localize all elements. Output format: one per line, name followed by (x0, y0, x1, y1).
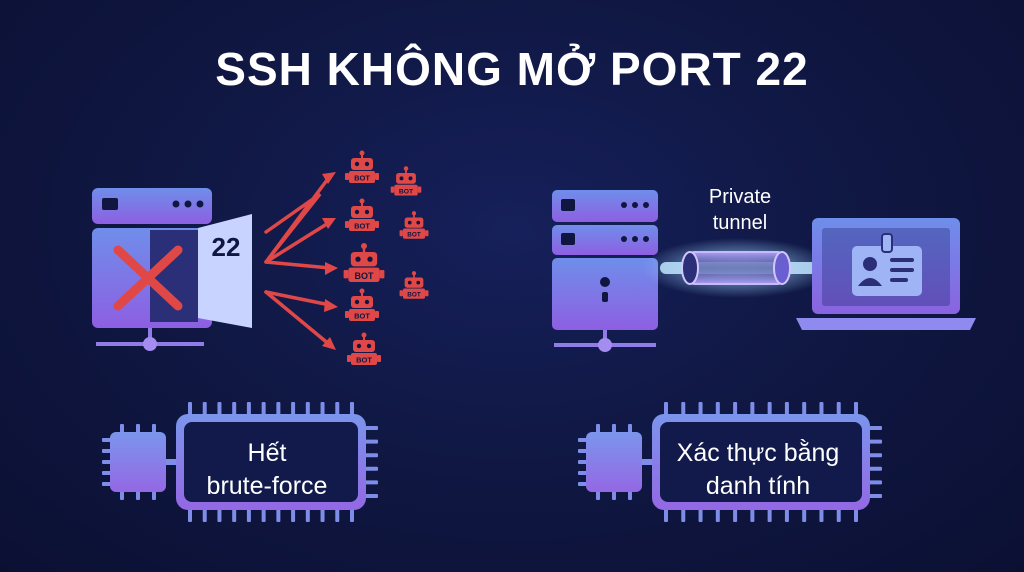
page-title: SSH KHÔNG MỞ PORT 22 (215, 43, 809, 95)
denied-x-icon (113, 245, 183, 311)
id-badge-icon (852, 233, 922, 296)
tunnel-label-line: Private (708, 186, 772, 208)
bot-label: BOT (354, 222, 370, 231)
arrowheads (322, 172, 338, 350)
arrowhead (324, 299, 338, 312)
no-brute-force-label: Hết brute-force (178, 437, 356, 503)
bot-icon: BOT (345, 150, 379, 183)
arrowhead (325, 262, 338, 275)
chip-card (578, 402, 882, 522)
bot-label: BOT (407, 292, 421, 299)
chip-label-line: Xác thực bằng (676, 439, 840, 467)
identity-auth-label: Xác thực bằng danh tính (652, 437, 864, 503)
chip-label-line: danh tính (705, 472, 811, 500)
bot-label: BOT (354, 174, 370, 183)
port-number-label: 22 (211, 232, 241, 262)
bot-icon: BOT (399, 211, 429, 239)
bot-label: BOT (355, 271, 375, 281)
attack-arrows (264, 174, 332, 347)
bot-swarm: BOT BOT BOT BOT BOT BOT BOT BOT (343, 150, 429, 365)
arrowhead (322, 172, 336, 184)
bot-label: BOT (356, 356, 372, 365)
bot-icon: BOT (347, 332, 381, 365)
attack-arrow (264, 260, 332, 270)
bot-icon: BOT (399, 271, 429, 299)
attack-arrow (264, 220, 332, 264)
tunnel-label-line: tunnel (712, 212, 768, 234)
arrowhead (322, 218, 336, 229)
bot-label: BOT (407, 232, 421, 239)
bot-icon: BOT (343, 243, 385, 282)
chip-card (102, 402, 378, 522)
private-tunnel-icon (642, 238, 834, 298)
attack-arrow (264, 290, 332, 307)
chip-label-line: Hết (247, 439, 287, 467)
attack-arrow (264, 290, 332, 347)
bot-icon: BOT (345, 198, 379, 231)
chip-cards (102, 402, 882, 522)
server-icon (552, 190, 658, 352)
private-tunnel-label: Private tunnel (680, 184, 800, 236)
chip-label-line: brute-force (206, 472, 328, 500)
bot-icon: BOT (345, 288, 379, 321)
bot-icon: BOT (390, 166, 422, 196)
arrowhead (322, 337, 336, 350)
bot-label: BOT (354, 312, 370, 321)
blocked-server-icon (92, 188, 252, 351)
bot-label: BOT (399, 188, 414, 195)
attack-arrow (264, 174, 332, 264)
